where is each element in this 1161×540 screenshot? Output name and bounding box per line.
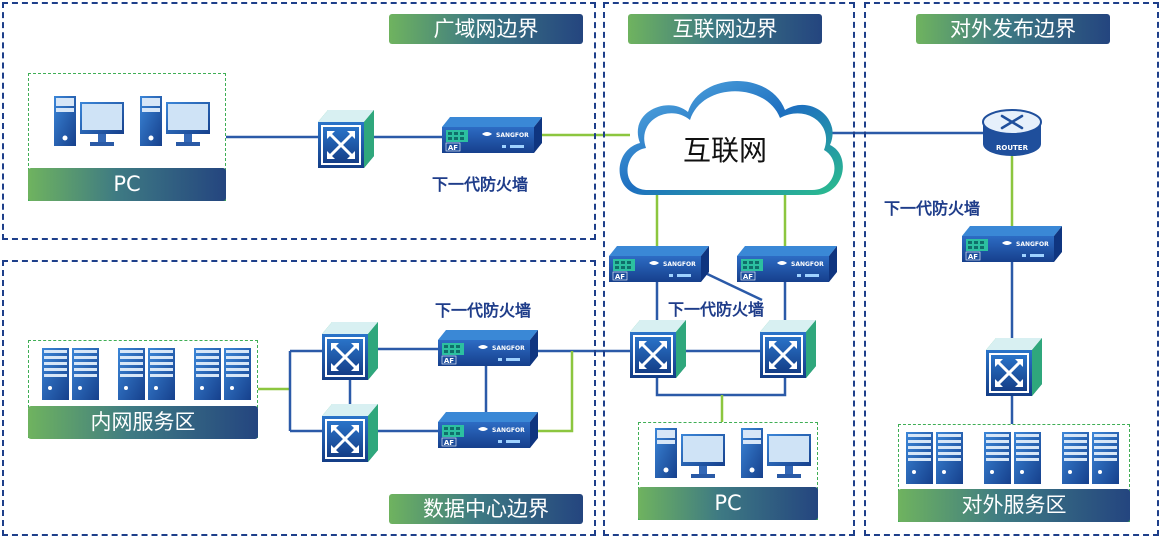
cloud-label: 互联网: [683, 134, 768, 167]
link-dc-fw-b-up: [538, 351, 574, 433]
zone-title-datacenter: 数据中心边界: [389, 494, 583, 524]
zone-wan: [2, 2, 596, 240]
router: ROUTER: [982, 109, 1042, 156]
zone-internet: [603, 2, 855, 536]
zone-datacenter: [2, 260, 596, 536]
label-ngfw-dc: 下一代防火墙: [435, 301, 532, 320]
group-external-service-label: 对外服务区: [898, 489, 1130, 522]
label-ngfw-internet: 下一代防火墙: [668, 300, 765, 319]
label-ngfw-wan: 下一代防火墙: [432, 175, 529, 194]
group-pc-center-label: PC: [638, 487, 818, 520]
group-intranet-service-label: 内网服务区: [28, 406, 258, 439]
router-label: ROUTER: [996, 144, 1029, 152]
internet-cloud: [619, 80, 843, 195]
zone-title-internet: 互联网边界: [628, 14, 822, 44]
zone-external: [864, 2, 1159, 536]
label-ngfw-external: 下一代防火墙: [884, 199, 981, 218]
zone-title-wan: 广域网边界: [389, 14, 583, 44]
zone-title-external: 对外发布边界: [916, 14, 1110, 44]
group-pc-left-label: PC: [28, 168, 226, 201]
